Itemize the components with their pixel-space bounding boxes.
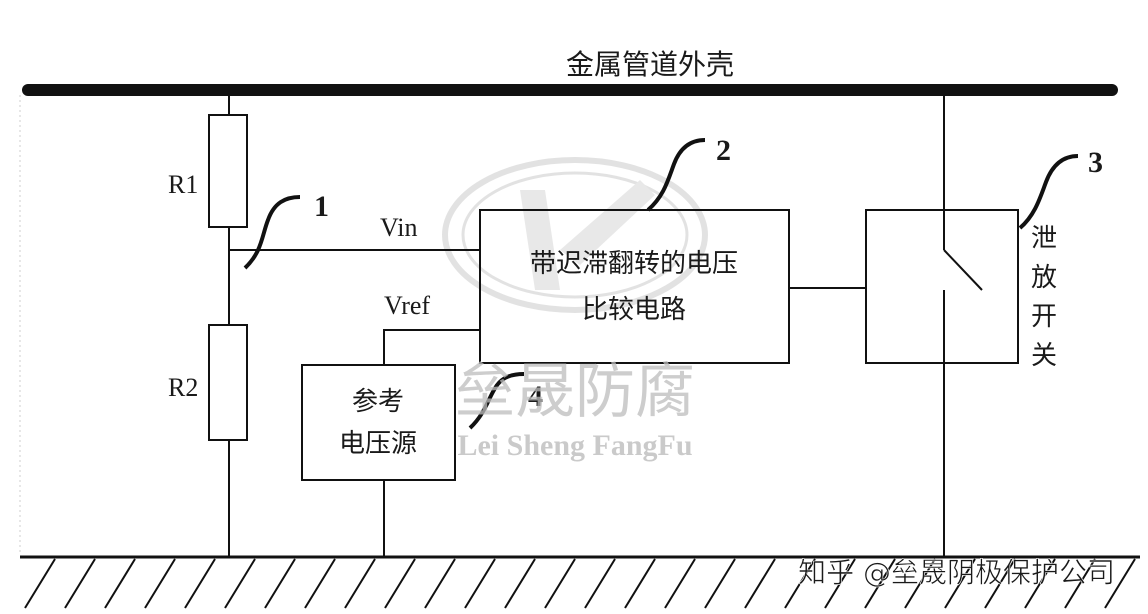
hatch-stroke [144,558,176,609]
switch-char-3: 开 [1031,302,1057,332]
hatch-stroke [1064,558,1096,609]
callout-3-leader [1018,154,1079,230]
callout-3-number: 3 [1088,146,1103,179]
watermark-credit: 知乎 @垒晟阴极保护公司 [798,556,1115,589]
hatch-stroke [384,558,416,609]
switch-char-1: 泄 [1031,224,1057,254]
hatch-stroke [584,558,616,609]
reference-source-box [301,364,456,481]
wire-vref [383,329,480,365]
ground-hatching [24,558,1136,609]
watermark-en: Lei Sheng FangFu [457,429,692,462]
comparator-line2: 比较电路 [582,295,686,325]
hatch-stroke [104,558,136,609]
hatch-stroke [984,558,1016,609]
hatch-stroke [664,558,696,609]
callout-1-leader [243,195,301,270]
callout-4-number: 4 [528,380,543,413]
hatch-stroke [784,558,816,609]
switch-char-2: 放 [1031,263,1057,293]
hatch-stroke [464,558,496,609]
watermark-logo [442,157,708,313]
hatch-stroke [544,558,576,609]
hatch-stroke [624,558,656,609]
vin-label: Vin [380,213,417,242]
watermark-cn: 垒晟防腐 [455,357,695,427]
pipe-title: 金属管道外壳 [566,48,734,81]
callout-1-number: 1 [314,190,329,223]
hatch-stroke [184,558,216,609]
r1-label: R1 [168,170,198,199]
r2-label: R2 [168,373,198,402]
hatch-stroke [304,558,336,609]
hatch-stroke [424,558,456,609]
hatch-stroke [504,558,536,609]
hatch-stroke [824,558,856,609]
resistor-r2 [208,324,248,441]
hatch-stroke [344,558,376,609]
callout-4-leader [468,372,525,430]
hatch-stroke [1104,558,1136,609]
callout-2-number: 2 [716,134,731,167]
vref-label: Vref [384,291,430,320]
hatch-stroke [64,558,96,609]
reference-line1: 参考 [352,387,404,417]
hatch-stroke [744,558,776,609]
callout-2-leader [646,138,706,212]
comparator-line1: 带迟滞翻转的电压 [530,249,738,279]
resistor-r1 [208,114,248,228]
hatch-stroke [224,558,256,609]
hatch-stroke [1024,558,1056,609]
hatch-stroke [24,558,56,609]
hatch-stroke [704,558,736,609]
hatch-stroke [864,558,896,609]
hatch-stroke [944,558,976,609]
hatch-stroke [904,558,936,609]
switch-char-4: 关 [1031,341,1057,371]
discharge-switch-box [865,209,1019,364]
comparator-box [479,209,790,364]
switch-blade [943,249,983,291]
hatch-stroke [264,558,296,609]
reference-line2: 电压源 [339,429,417,459]
